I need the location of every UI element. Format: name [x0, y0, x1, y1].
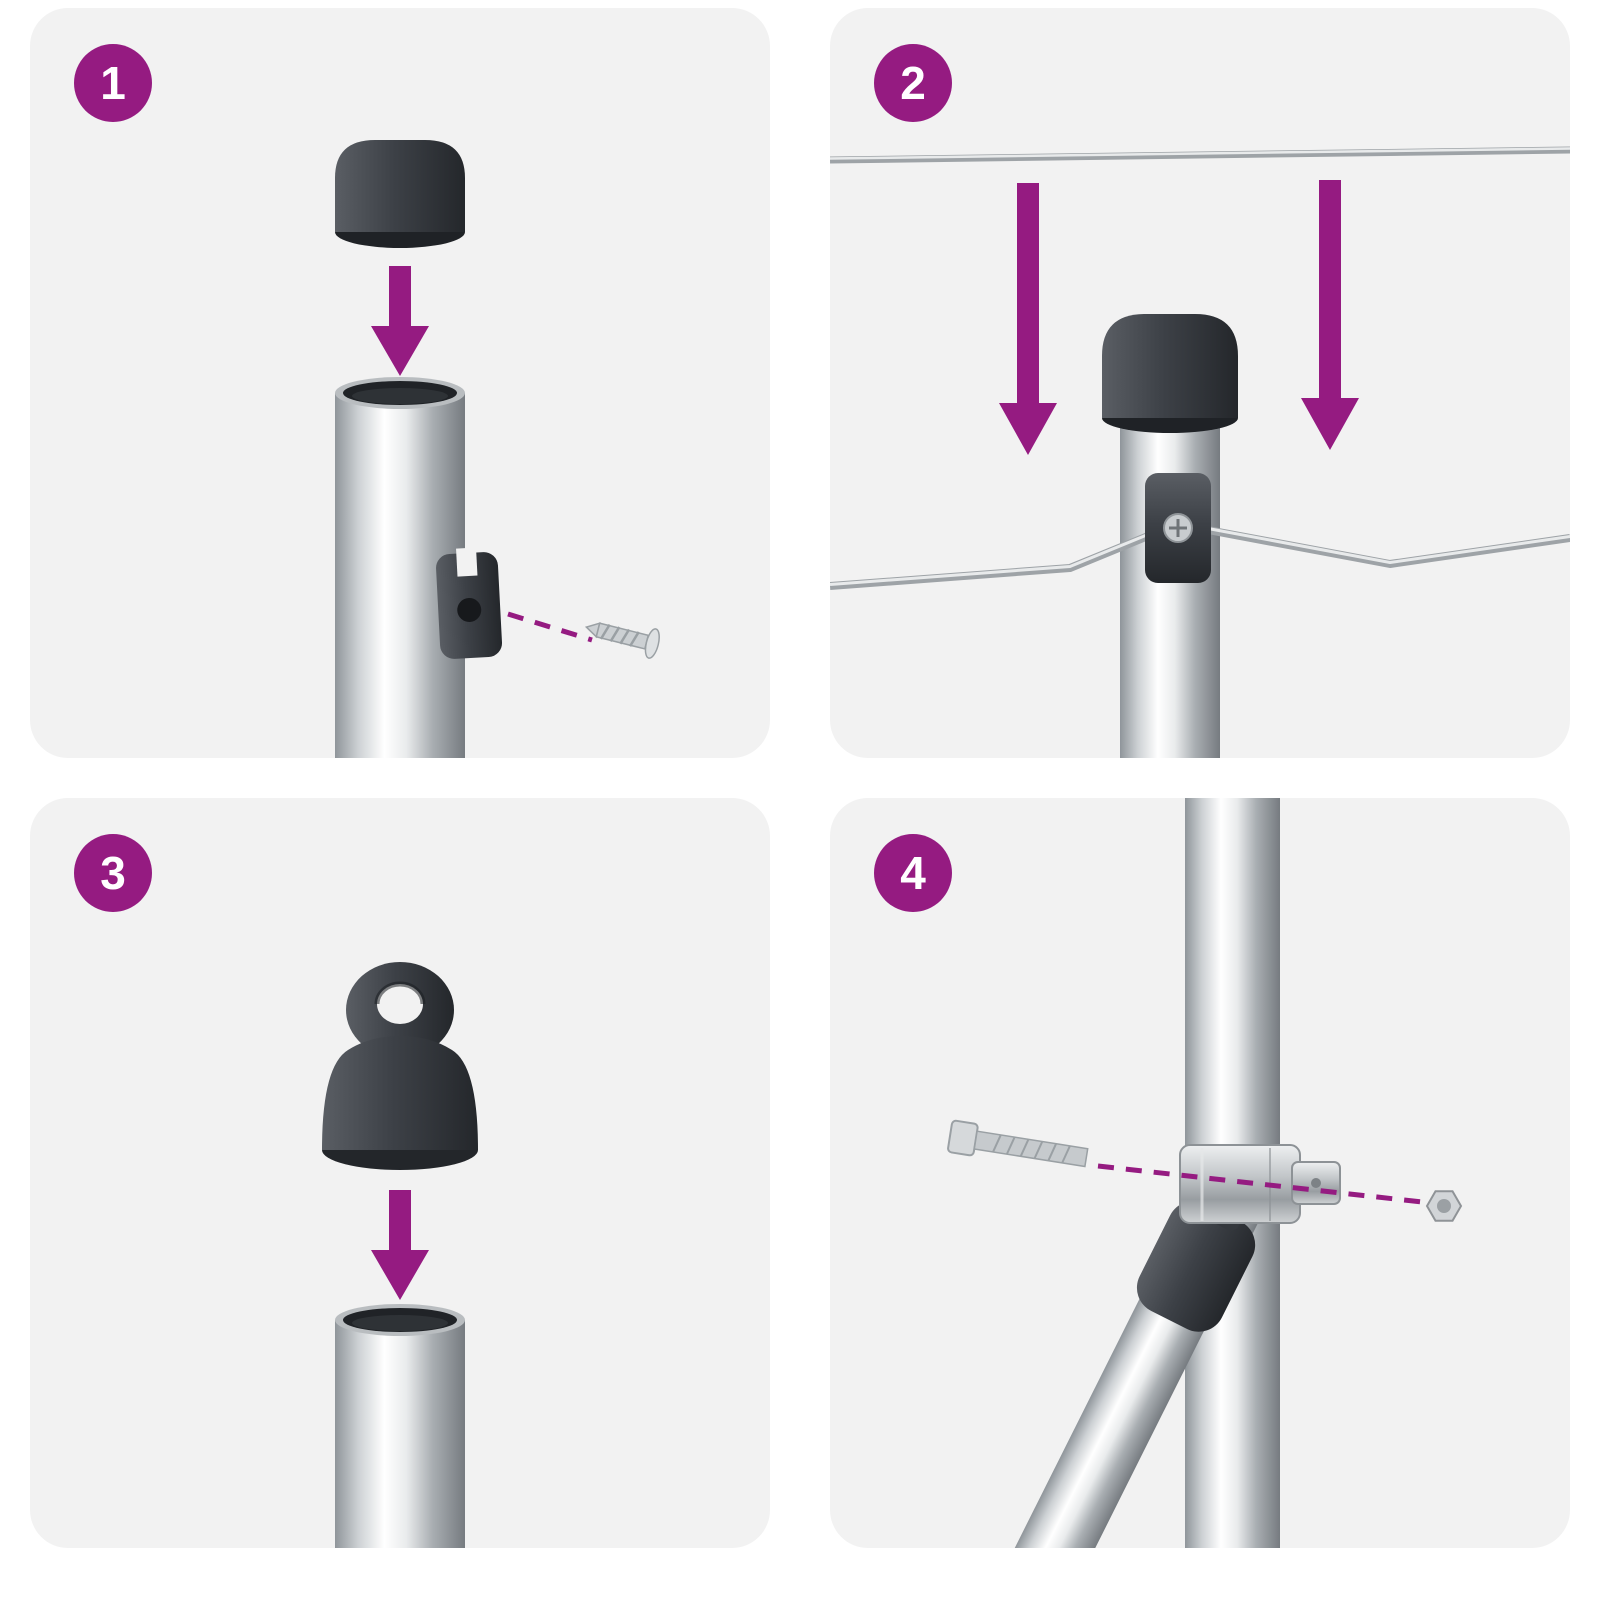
post-cap	[335, 140, 465, 248]
upper-tension-wire	[830, 146, 1570, 164]
wire-clip	[436, 547, 503, 659]
capped-post	[1102, 314, 1238, 758]
post-clamp	[1179, 1144, 1341, 1224]
step-1-illustration	[335, 140, 660, 758]
step-2-badge: 2	[874, 44, 952, 122]
down-arrow-left-icon	[999, 183, 1057, 455]
down-arrow-icon	[371, 1190, 429, 1300]
step-4-illustration	[947, 798, 1463, 1548]
wire-clip	[1145, 473, 1211, 583]
metal-post	[335, 1304, 465, 1548]
step-1-number: 1	[100, 57, 126, 109]
step-4-number: 4	[900, 847, 926, 899]
down-arrow-right-icon	[1301, 180, 1359, 450]
step-2-panel: 2	[830, 8, 1570, 758]
step-3-number: 3	[100, 847, 126, 899]
hex-nut-icon	[1425, 1190, 1463, 1222]
step-1-badge: 1	[74, 44, 152, 122]
step-2-illustration	[830, 146, 1570, 758]
step-3-badge: 3	[74, 834, 152, 912]
bolt-icon	[947, 1119, 1089, 1168]
eyelet-cap	[322, 962, 478, 1170]
assembly-dashed-line	[507, 611, 593, 643]
step-4-panel: 4	[830, 798, 1570, 1548]
step-3-illustration	[322, 962, 478, 1548]
screw-icon	[584, 622, 660, 659]
lower-tension-wire	[830, 526, 1570, 590]
step-1-panel: 1	[30, 8, 770, 758]
step-4-badge: 4	[874, 834, 952, 912]
step-2-number: 2	[900, 57, 926, 109]
down-arrow-icon	[371, 266, 429, 376]
brace-connector	[1136, 1200, 1256, 1332]
step-3-panel: 3	[30, 798, 770, 1548]
